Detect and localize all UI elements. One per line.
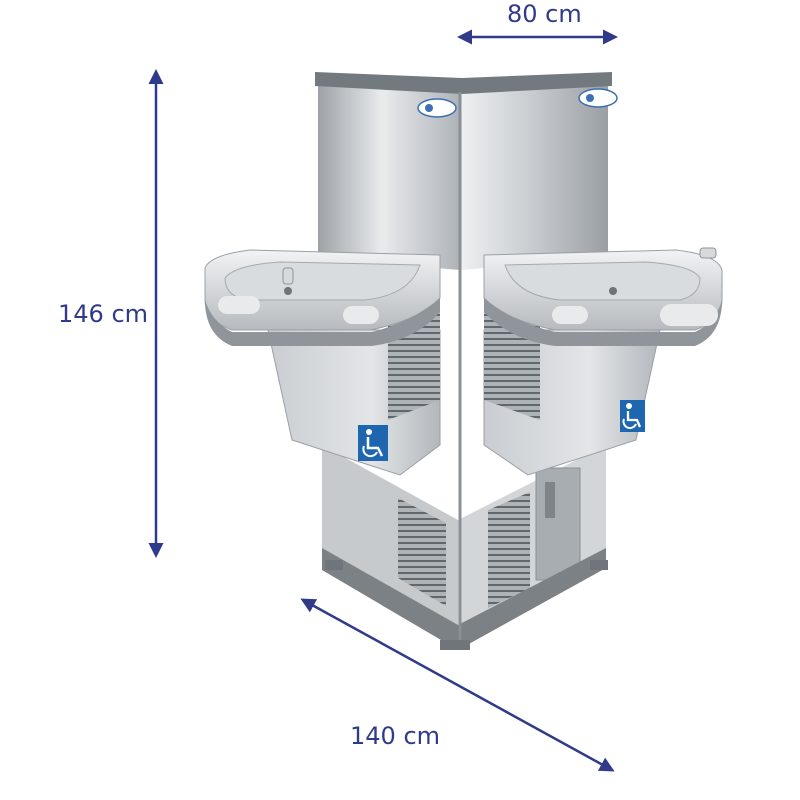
left-fountain	[204, 249, 441, 476]
depth-label: 140 cm	[350, 722, 441, 750]
lower-cabinet	[322, 445, 606, 650]
accessibility-icon	[358, 425, 388, 461]
accessibility-icon	[620, 400, 645, 432]
faucet-icon	[282, 267, 294, 295]
height-label: 146 cm	[58, 300, 149, 328]
faucet-icon	[609, 247, 717, 295]
brand-logo	[578, 88, 618, 108]
width-label: 80 cm	[507, 0, 582, 28]
brand-logo	[417, 98, 457, 118]
right-fountain	[483, 247, 723, 476]
feet	[325, 560, 608, 650]
upper-tower	[315, 72, 612, 640]
depth-dimension-line	[300, 598, 615, 772]
